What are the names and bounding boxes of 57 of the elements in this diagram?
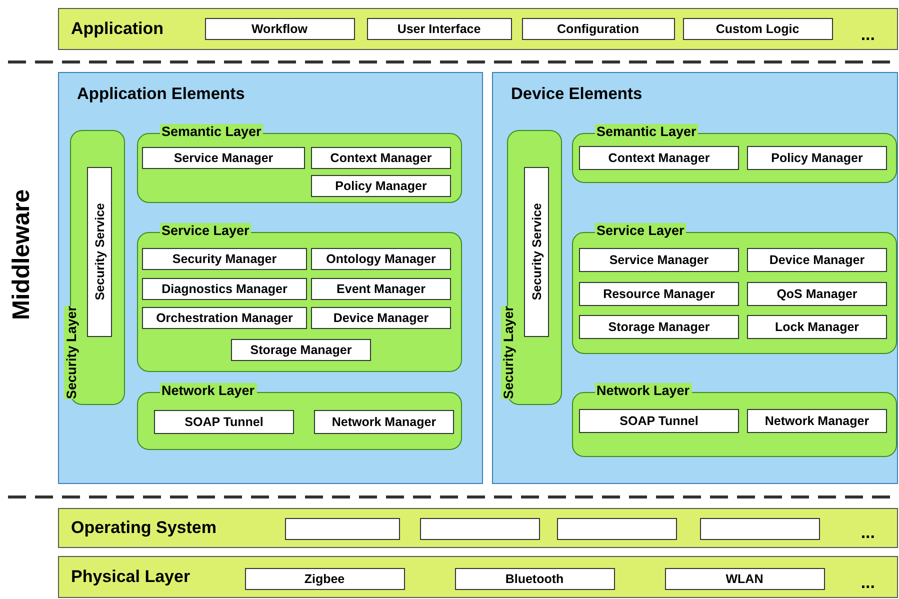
panel-title: Application Elements — [77, 85, 245, 104]
component-box: Security Service — [87, 167, 112, 337]
component-box — [284, 518, 400, 540]
component-box: Lock Manager — [747, 315, 887, 339]
layer-title: Semantic Layer — [160, 124, 264, 140]
component-box: WLAN — [664, 568, 824, 590]
layer-band — [58, 508, 898, 548]
side-title: Middleware — [8, 188, 36, 322]
elements-panel — [492, 72, 898, 484]
layer-title: Network Layer — [594, 382, 692, 398]
component-box: Security Service — [524, 167, 549, 337]
component-box: Workflow — [204, 18, 354, 40]
component-box: Service Manager — [142, 147, 305, 169]
component-box: SOAP Tunnel — [579, 409, 739, 433]
component-box: Device Manager — [311, 307, 451, 329]
layer-band — [58, 8, 898, 50]
band-title: Application — [71, 19, 164, 39]
component-box: Event Manager — [311, 278, 451, 300]
elements-panel — [58, 72, 483, 484]
component-box: Configuration — [522, 18, 674, 40]
component-box: Bluetooth — [454, 568, 614, 590]
component-box: SOAP Tunnel — [154, 410, 294, 434]
component-box: Service Manager — [579, 248, 739, 272]
component-box: Storage Manager — [231, 339, 371, 361]
ellipsis-text: ... — [860, 25, 875, 45]
layer-title: Service Layer — [160, 222, 252, 238]
band-title: Operating System — [71, 518, 216, 538]
component-box: Network Manager — [314, 410, 454, 434]
layer-title: Semantic Layer — [594, 124, 698, 140]
component-box: Zigbee — [244, 568, 404, 590]
layer-title: Network Layer — [160, 382, 257, 398]
ellipsis-text: ... — [860, 573, 875, 593]
component-box: Policy Manager — [311, 175, 451, 197]
component-box — [556, 518, 676, 540]
component-box: Security Manager — [142, 248, 307, 270]
component-box: Context Manager — [311, 147, 451, 169]
component-box: Storage Manager — [579, 315, 739, 339]
component-box: Custom Logic — [682, 18, 832, 40]
component-box: Ontology Manager — [311, 248, 451, 270]
component-box: Network Manager — [747, 409, 887, 433]
component-box: Diagnostics Manager — [142, 278, 307, 300]
component-box — [420, 518, 540, 540]
component-box: Orchestration Manager — [142, 307, 307, 329]
panel-title: Device Elements — [511, 85, 642, 104]
component-box: QoS Manager — [747, 282, 887, 306]
ellipsis-text: ... — [860, 523, 875, 543]
layer-band — [58, 556, 898, 598]
component-box: Resource Manager — [579, 282, 739, 306]
component-box: Context Manager — [579, 146, 739, 170]
layer-title: Security Layer — [500, 306, 516, 400]
component-box: User Interface — [366, 18, 512, 40]
component-box: Policy Manager — [747, 146, 887, 170]
layer-title: Security Layer — [64, 306, 80, 400]
component-box — [700, 518, 820, 540]
component-box: Device Manager — [747, 248, 887, 272]
layer-title: Service Layer — [594, 222, 686, 238]
band-title: Physical Layer — [71, 567, 190, 587]
